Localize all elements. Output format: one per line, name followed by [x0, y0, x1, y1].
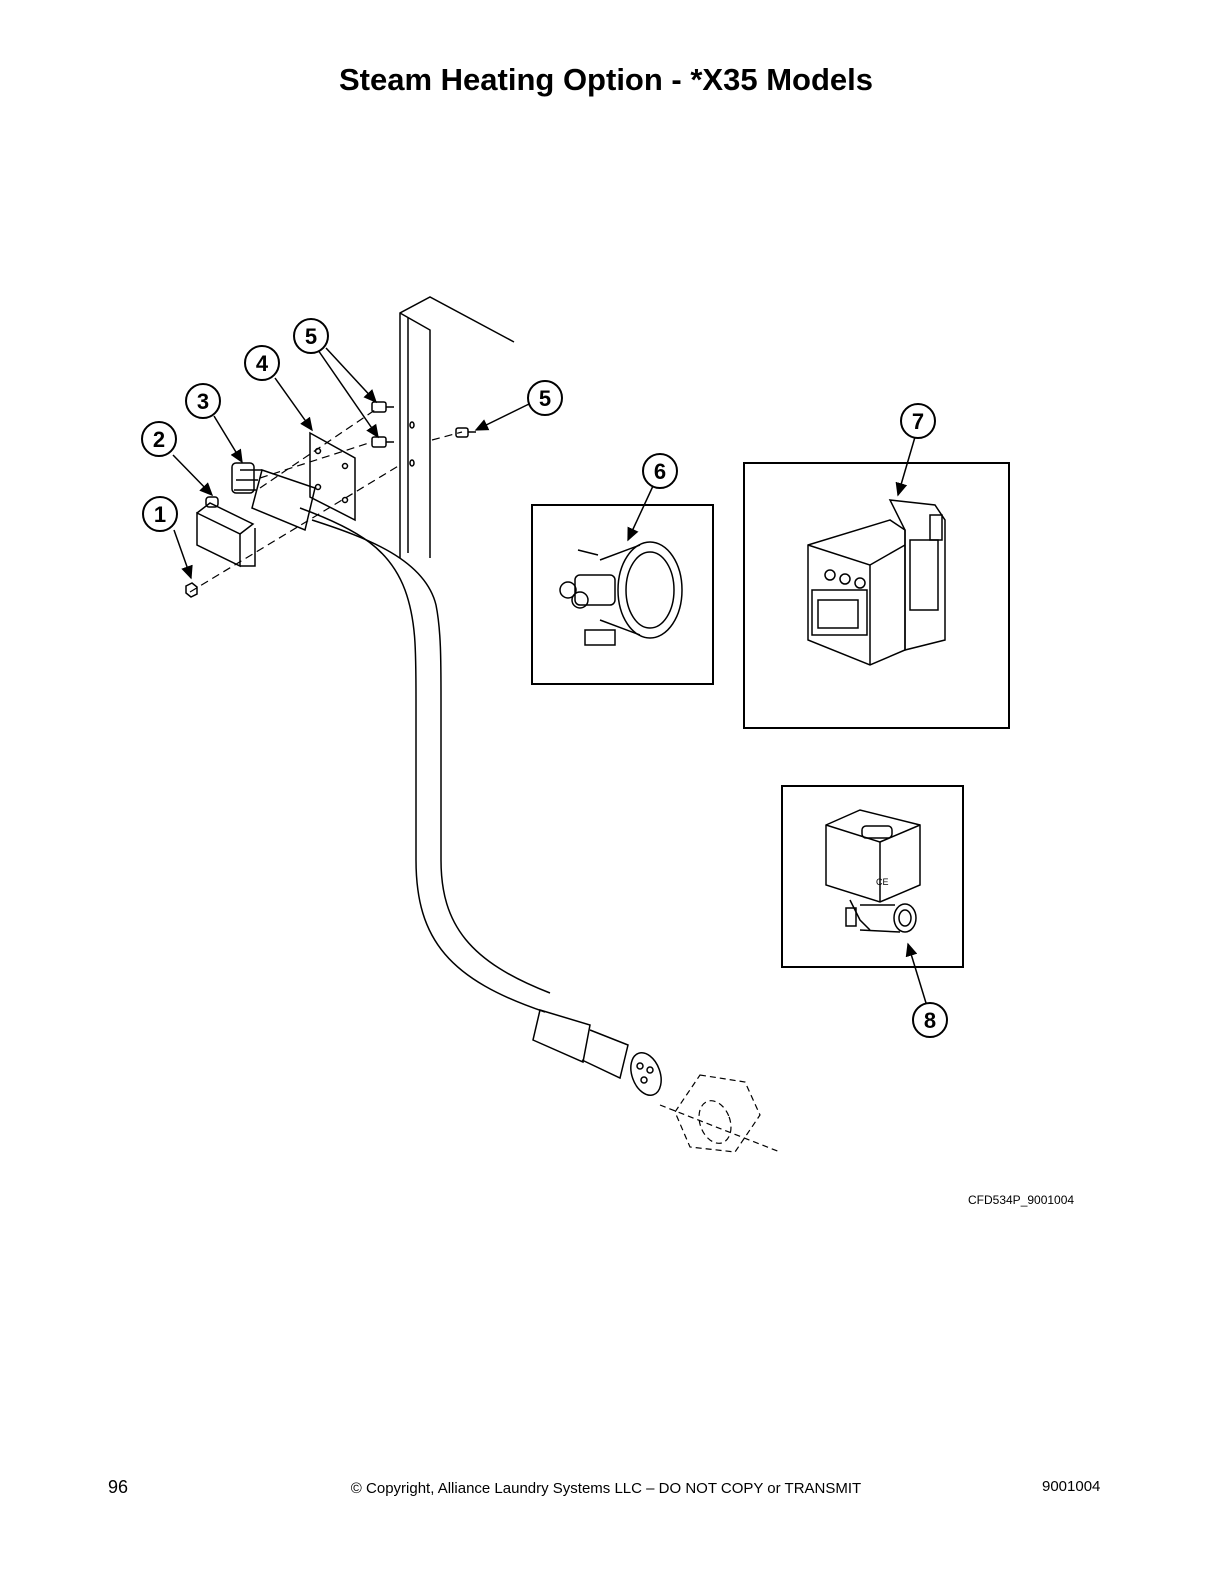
gasket-plate	[309, 431, 356, 522]
svg-text:CE: CE	[876, 877, 889, 887]
machine-panel	[399, 296, 515, 558]
svg-text:5: 5	[305, 324, 317, 349]
callout-5a: 5	[293, 318, 329, 354]
detail-box-6	[531, 504, 714, 685]
svg-text:1: 1	[154, 502, 166, 527]
leader-lines	[172, 347, 927, 1004]
svg-text:8: 8	[924, 1008, 936, 1033]
svg-text:5: 5	[539, 386, 551, 411]
page-number: 96	[108, 1477, 129, 1497]
svg-text:2: 2	[153, 427, 165, 452]
screws	[371, 401, 476, 448]
document-number: 9001004	[1042, 1478, 1101, 1495]
svg-text:4: 4	[256, 351, 269, 376]
assembly-lines	[189, 409, 463, 593]
svg-text:7: 7	[912, 409, 924, 434]
nut	[185, 582, 198, 598]
copyright-notice: © Copyright, Alliance Laundry Systems LL…	[350, 1480, 862, 1497]
callout-7: 7	[900, 403, 936, 439]
detail-box-8: CE	[781, 785, 964, 968]
figure-code: CFD534P_9001004	[968, 1193, 1075, 1207]
page-title: Steam Heating Option - *X35 Models	[339, 62, 873, 97]
bracket	[196, 496, 256, 568]
heater-terminal-end	[532, 1009, 662, 1096]
svg-text:3: 3	[197, 389, 209, 414]
callout-5b: 5	[527, 380, 563, 416]
callout-3: 3	[185, 383, 221, 419]
steam-heater-tube	[231, 462, 551, 1013]
callout-6: 6	[642, 453, 678, 489]
detail-box-7	[743, 462, 1010, 729]
callout-2: 2	[141, 421, 177, 457]
callout-8: 8	[912, 1002, 948, 1038]
svg-text:6: 6	[654, 459, 666, 484]
callout-1: 1	[142, 496, 178, 532]
callout-4: 4	[244, 345, 280, 381]
mounting-hole-outline	[659, 1074, 781, 1153]
